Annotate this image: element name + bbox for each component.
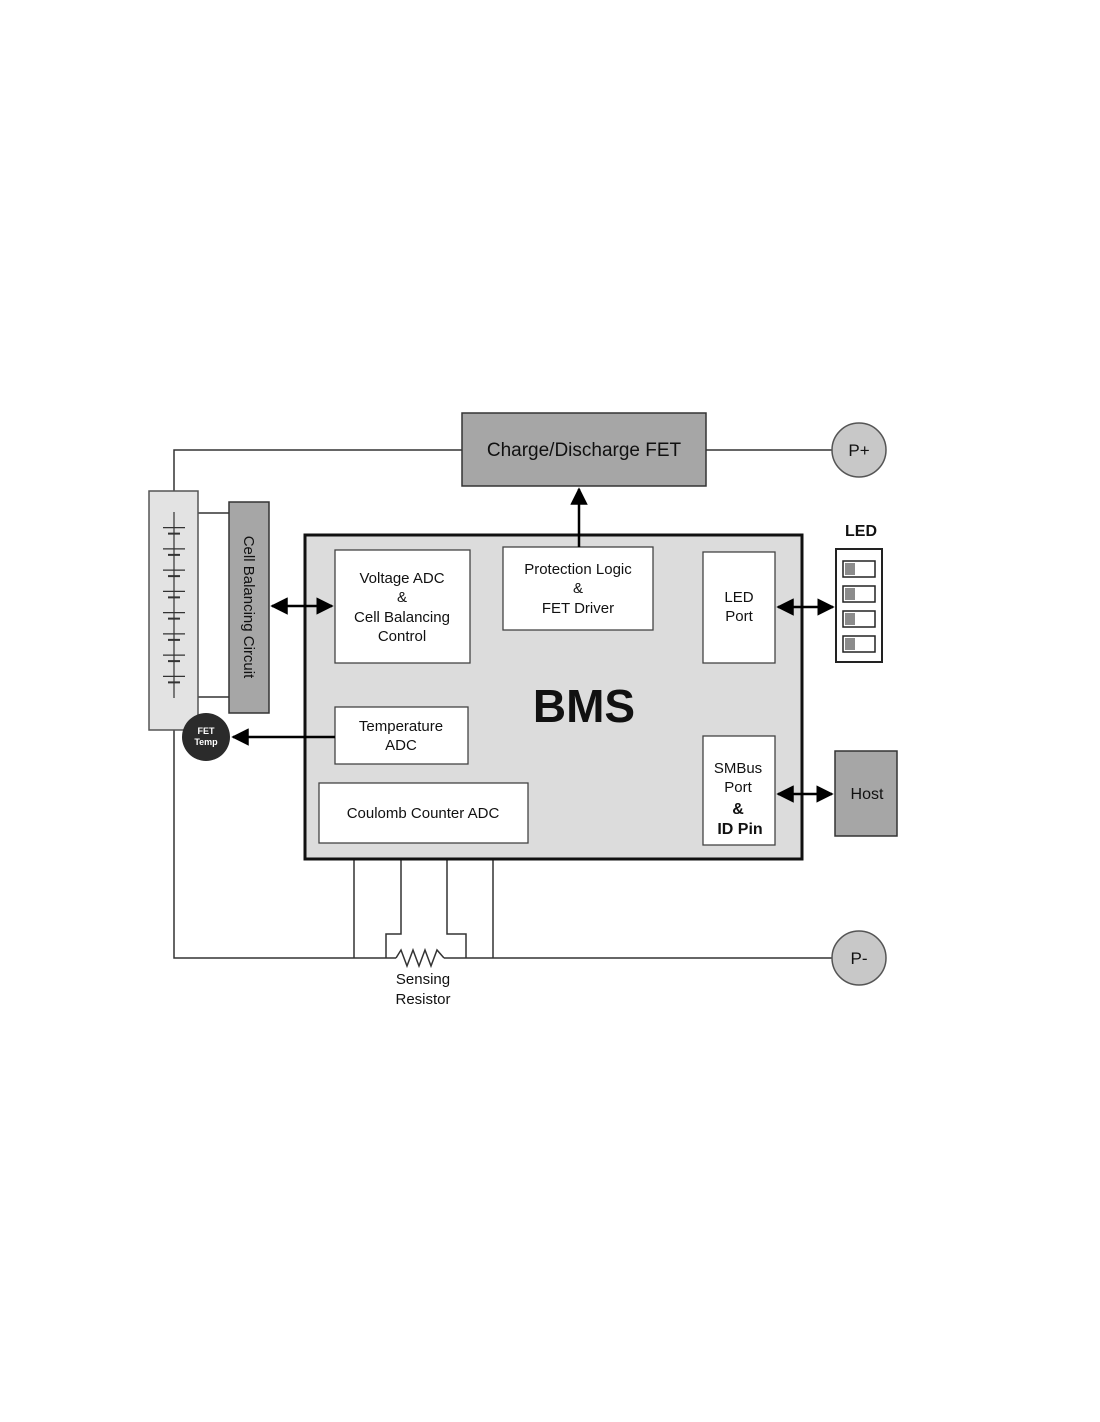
led-indicator xyxy=(842,560,876,578)
led-indicator xyxy=(842,635,876,653)
p-minus-terminal xyxy=(831,930,887,986)
protection-line-1: Protection Logic xyxy=(524,561,632,578)
p-plus-terminal xyxy=(831,422,887,478)
battery-cell xyxy=(163,675,185,684)
smbus-line-4: ID Pin xyxy=(717,821,762,838)
led-port-line-1: LED xyxy=(724,589,753,606)
protection-logic-block xyxy=(502,546,654,631)
led-indicator xyxy=(842,610,876,628)
sensing-resistor-symbol xyxy=(395,947,445,969)
battery-cell xyxy=(163,654,185,663)
p-plus-label: P+ xyxy=(848,441,869,460)
bms-label: BMS xyxy=(533,680,635,732)
coulomb-counter-label: Coulomb Counter ADC xyxy=(347,805,500,822)
wiring xyxy=(173,449,832,959)
fet-temp-line-2: Temp xyxy=(194,737,218,747)
cell-balancing-label: Cell Balancing Circuit xyxy=(240,536,257,679)
battery-cell xyxy=(163,569,185,578)
voltage-adc-line-2: & xyxy=(397,589,407,606)
battery-cell xyxy=(163,590,185,599)
led-port-block xyxy=(702,551,776,664)
led-indicators xyxy=(842,560,876,653)
smbus-line-2: Port xyxy=(724,779,752,796)
fet-label: Charge/Discharge FET xyxy=(487,440,682,461)
voltage-adc-line-3: Cell Balancing xyxy=(354,609,450,626)
voltage-adc-line-1: Voltage ADC xyxy=(359,570,444,587)
voltage-adc-block xyxy=(334,549,471,664)
battery-cell xyxy=(163,633,185,641)
protection-line-2: & xyxy=(573,580,583,597)
fet-block xyxy=(461,412,707,487)
sensing-resistor-line-1: Sensing xyxy=(396,971,450,988)
temperature-adc-block xyxy=(334,706,469,765)
host-block xyxy=(834,750,898,837)
protection-line-3: FET Driver xyxy=(542,600,614,617)
smbus-line-3: & xyxy=(732,801,744,818)
battery-cell xyxy=(163,527,185,535)
smbus-port-block xyxy=(702,735,776,846)
fet-temp-line-1: FET xyxy=(198,726,216,736)
battery-cells xyxy=(163,512,185,698)
temperature-adc-line-2: ADC xyxy=(385,737,417,754)
sensing-resistor-line-2: Resistor xyxy=(395,991,450,1008)
led-indicator xyxy=(842,585,876,603)
cell-balancing-block xyxy=(228,501,270,714)
coulomb-counter-block xyxy=(318,782,529,844)
fet-temp-sensor xyxy=(182,713,230,761)
battery-cell xyxy=(163,548,185,556)
voltage-adc-line-4: Control xyxy=(378,628,426,645)
led-indicator-title: LED xyxy=(845,523,877,540)
battery-cell xyxy=(163,612,185,620)
temperature-adc-line-1: Temperature xyxy=(359,718,443,735)
led-port-line-2: Port xyxy=(725,608,753,625)
host-label: Host xyxy=(851,786,884,803)
smbus-line-1: SMBus xyxy=(714,760,762,777)
p-minus-label: P- xyxy=(851,949,868,968)
